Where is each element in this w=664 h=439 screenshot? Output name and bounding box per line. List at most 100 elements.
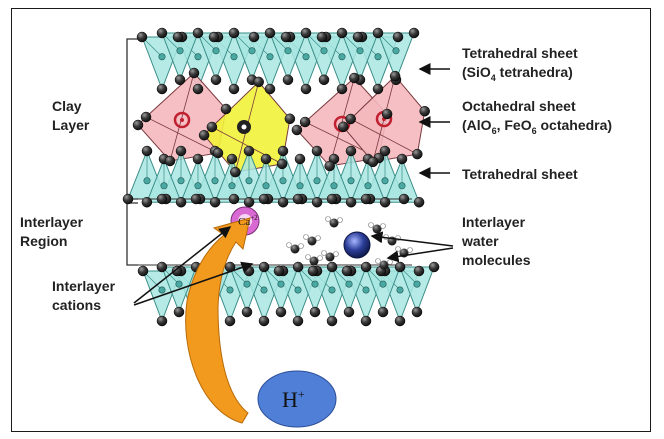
oxygen-atom-icon xyxy=(157,84,167,94)
oxygen-atom-icon xyxy=(138,266,148,276)
oxygen-atom-icon xyxy=(230,167,240,177)
oxygen-atom-icon xyxy=(259,194,269,204)
silicon-atom-icon xyxy=(357,48,363,54)
silicon-atom-icon xyxy=(144,178,150,184)
pointer-arrow-icon xyxy=(372,236,453,246)
oxygen-atom-icon xyxy=(378,307,388,317)
oxygen-atom-icon xyxy=(312,197,322,207)
oxygen-atom-icon xyxy=(346,197,356,207)
silicon-atom-icon xyxy=(213,48,219,54)
water-molecule-icon xyxy=(287,217,413,270)
oxygen-atom-icon xyxy=(175,75,185,85)
oxygen-atom-icon xyxy=(412,149,422,159)
silicon-atom-icon xyxy=(159,54,165,60)
silicon-atom-icon xyxy=(261,287,267,293)
oxygen-atom-icon xyxy=(393,32,403,42)
water-hydrogen-icon xyxy=(408,248,413,253)
interlayer-water-label: Interlayer water molecules xyxy=(462,213,530,270)
silicon-atom-icon xyxy=(314,178,320,184)
silicon-atom-icon xyxy=(397,287,403,293)
oxygen-atom-icon xyxy=(157,316,167,326)
oxygen-atom-icon xyxy=(295,154,305,164)
silicon-atom-icon xyxy=(159,287,165,293)
oxygen-atom-icon xyxy=(278,197,288,207)
oxygen-atom-icon xyxy=(420,106,430,116)
oxygen-atom-icon xyxy=(285,114,295,124)
oxygen-atom-icon xyxy=(225,316,235,326)
oxygen-atom-icon xyxy=(317,32,327,42)
oxygen-atom-icon xyxy=(414,197,424,207)
oxygen-atom-icon xyxy=(261,154,271,164)
oxygen-atom-icon xyxy=(174,307,184,317)
oxygen-atom-icon xyxy=(346,146,356,156)
water-oxygen-icon xyxy=(326,253,335,262)
silicon-atom-icon xyxy=(280,178,286,184)
water-oxygen-icon xyxy=(291,245,300,254)
oxygen-atom-icon xyxy=(137,32,147,42)
oxygen-atom-icon xyxy=(259,262,269,272)
oxygen-atom-icon xyxy=(319,75,329,85)
oxygen-atom-icon xyxy=(157,262,167,272)
oxygen-atom-icon xyxy=(265,28,275,38)
oxygen-atom-icon xyxy=(244,146,254,156)
oxygen-atom-icon xyxy=(308,266,318,276)
silicon-atom-icon xyxy=(312,281,318,287)
oxygen-atom-icon xyxy=(229,194,239,204)
water-hydrogen-icon xyxy=(287,243,292,248)
oxygen-atom-icon xyxy=(293,194,303,204)
water-oxygen-icon xyxy=(330,219,339,228)
silicon-atom-icon xyxy=(303,54,309,60)
oxygen-atom-icon xyxy=(382,109,392,119)
oxygen-atom-icon xyxy=(301,28,311,38)
oxygen-atom-icon xyxy=(189,68,199,78)
water-hydrogen-icon xyxy=(334,252,339,257)
oxygen-atom-icon xyxy=(429,262,439,272)
oxygen-atom-icon xyxy=(327,262,337,272)
silicon-atom-icon xyxy=(339,54,345,60)
oxygen-atom-icon xyxy=(361,316,371,326)
oxygen-atom-icon xyxy=(199,130,209,140)
exchange-arrow-icon xyxy=(186,218,250,423)
water-hydrogen-icon xyxy=(396,247,401,252)
water-hydrogen-icon xyxy=(316,236,321,241)
oxygen-atom-icon xyxy=(300,117,310,127)
oxygen-atom-icon xyxy=(244,266,254,276)
oxygen-atom-icon xyxy=(368,157,378,167)
tetrahedral-sheet-top-label: Tetrahedral sheet (SiO4 tetrahedra) xyxy=(462,44,578,88)
oxygen-atom-icon xyxy=(342,266,352,276)
oxygen-atom-icon xyxy=(142,146,152,156)
oxygen-atom-icon xyxy=(157,194,167,204)
oxygen-atom-icon xyxy=(281,32,291,42)
oxygen-atom-icon xyxy=(277,159,287,169)
silicon-atom-icon xyxy=(365,183,371,189)
oxygen-atom-icon xyxy=(276,307,286,317)
oxygen-atom-icon xyxy=(265,84,275,94)
large-water-cluster-icon xyxy=(344,232,370,258)
clay-layer-bracket xyxy=(127,39,138,199)
oxygen-atom-icon xyxy=(395,316,405,326)
oxygen-atom-icon xyxy=(380,197,390,207)
silicon-atom-icon xyxy=(414,281,420,287)
water-hydrogen-icon xyxy=(388,260,393,265)
silicon-atom-icon xyxy=(295,287,301,293)
oxygen-atom-icon xyxy=(301,84,311,94)
oxygen-atom-icon xyxy=(259,316,269,326)
oxygen-atom-icon xyxy=(292,125,302,135)
oxygen-atom-icon xyxy=(344,307,354,317)
silicon-atom-icon xyxy=(176,281,182,287)
oxygen-atom-icon xyxy=(249,32,259,42)
silicon-atom-icon xyxy=(244,281,250,287)
oxygen-atom-icon xyxy=(176,146,186,156)
silicon-atom-icon xyxy=(285,48,291,54)
oxygen-atom-icon xyxy=(229,28,239,38)
silicon-atom-icon xyxy=(363,287,369,293)
silicon-atom-icon xyxy=(229,183,235,189)
silicon-atom-icon xyxy=(246,178,252,184)
oxygen-atom-icon xyxy=(353,32,363,42)
oxygen-atom-icon xyxy=(244,197,254,207)
water-oxygen-icon xyxy=(373,225,382,234)
water-oxygen-icon xyxy=(310,257,319,266)
oxygen-atom-icon xyxy=(141,112,151,122)
oxygen-atom-icon xyxy=(221,104,231,114)
